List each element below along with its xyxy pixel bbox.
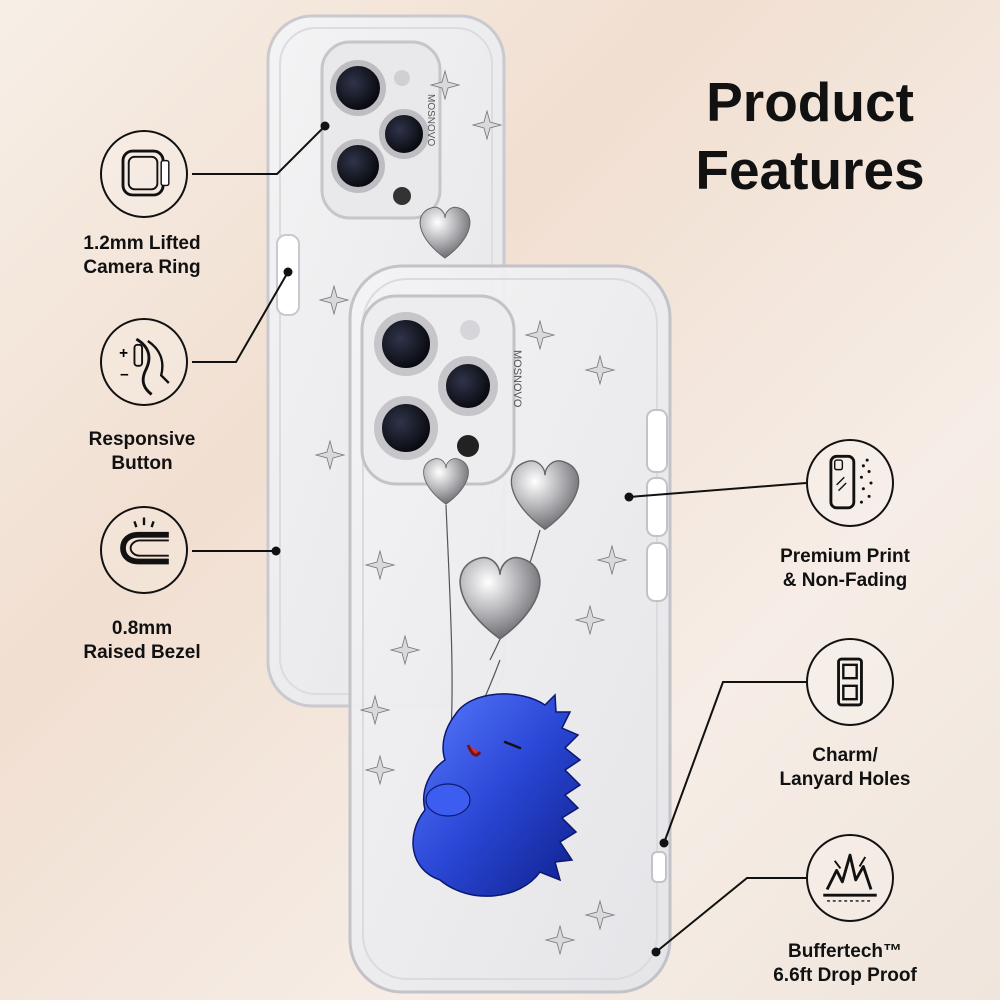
lanyard-hole-icon	[806, 638, 894, 726]
title-line-2: Features	[695, 139, 925, 201]
feature-label-lanyard-holes: Charm/ Lanyard Holes	[779, 745, 911, 790]
print-spray-icon	[806, 439, 894, 527]
title-line-1: Product	[706, 71, 914, 133]
leader-lines	[192, 125, 807, 953]
page-title: Product Features	[660, 68, 960, 204]
front-phone-case: MOSNOVO	[348, 264, 672, 994]
front-brand-text: MOSNOVO	[511, 350, 523, 408]
feature-label-camera-ring: 1.2mm Lifted Camera Ring	[83, 233, 201, 278]
button-press-icon: +–	[100, 318, 188, 406]
drop-impact-icon	[806, 834, 894, 922]
feature-label-premium-print: Premium Print & Non-Fading	[780, 546, 910, 591]
blue-dinosaur	[412, 693, 582, 897]
raised-bezel-icon	[100, 506, 188, 594]
svg-text:–: –	[120, 366, 129, 383]
camera-ring-icon	[100, 130, 188, 218]
feature-label-raised-bezel: 0.8mm Raised Bezel	[83, 618, 201, 663]
back-brand-text: MOSNOVO	[425, 94, 436, 146]
feature-label-drop-proof: Buffertech™ 6.6ft Drop Proof	[773, 941, 917, 986]
svg-text:+: +	[119, 345, 128, 362]
feature-label-responsive-button: Responsive Button	[88, 429, 196, 474]
